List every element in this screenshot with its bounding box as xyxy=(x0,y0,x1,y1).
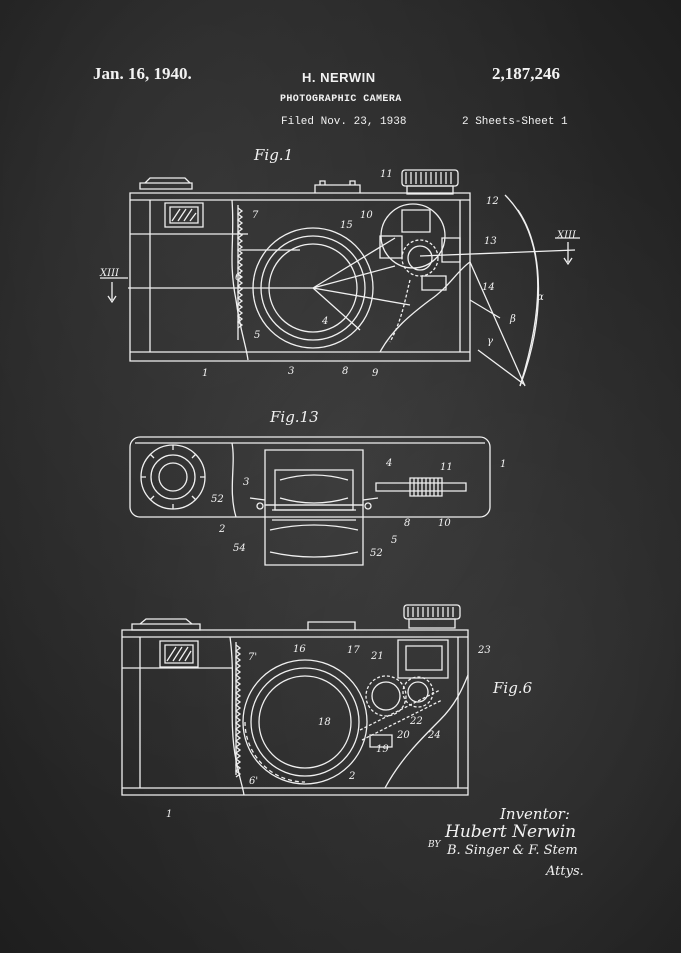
patent-title: PHOTOGRAPHIC CAMERA xyxy=(280,94,402,105)
figure-label-13: Fig.13 xyxy=(270,408,319,426)
figure-13-refs: 4 11 1 3 52 2 54 8 10 5 52 xyxy=(211,458,506,559)
ref-label: 52 xyxy=(370,548,383,559)
ref-label: 4 xyxy=(385,458,392,469)
ref-label: 21 xyxy=(370,651,384,662)
figure-1-refs: 11 12 10 15 13 14 7 6 5 4 1 3 8 9 XIII X… xyxy=(99,169,577,379)
figure-13-camera-top xyxy=(130,437,490,565)
ref-label: 5 xyxy=(254,330,260,341)
ref-label: 10 xyxy=(438,518,451,529)
ref-label: 4 xyxy=(321,316,328,327)
patent-number: 2,187,246 xyxy=(492,64,560,83)
ref-label: 16 xyxy=(293,644,306,655)
inventor-signature: Hubert Nerwin xyxy=(445,822,577,842)
ref-label: 11 xyxy=(440,462,453,473)
ref-label: 14 xyxy=(482,282,495,293)
ref-label: 9 xyxy=(372,368,379,379)
ref-label: XIII xyxy=(556,230,577,241)
ref-label: 23 xyxy=(477,645,491,656)
inventor-header: H. NERWIN xyxy=(302,70,376,85)
ref-label: 8 xyxy=(404,518,410,529)
ref-label: 6 xyxy=(235,272,242,283)
patent-date: Jan. 16, 1940. xyxy=(93,64,192,83)
ref-label: 12 xyxy=(486,196,499,207)
ref-label: 13 xyxy=(484,236,497,247)
ref-label: 1 xyxy=(166,809,172,820)
ref-label: XIII xyxy=(99,268,120,279)
sheet-count: 2 Sheets-Sheet 1 xyxy=(462,116,568,128)
figure-6-refs: 16 17 21 23 7' 18 22 24 20 19 6' 2 1 xyxy=(166,644,491,820)
ref-label: 10 xyxy=(360,210,373,221)
ref-label: 19 xyxy=(376,744,389,755)
figure-label-6: Fig.6 xyxy=(493,679,533,697)
ref-label: 24 xyxy=(427,730,441,741)
ref-label: 7 xyxy=(252,210,259,221)
ref-label: 18 xyxy=(318,717,331,728)
ref-label: 52 xyxy=(211,494,224,505)
ref-label: 3 xyxy=(243,477,249,488)
ref-label: 2 xyxy=(348,771,355,782)
ref-label: 8 xyxy=(342,366,348,377)
ref-label: 1 xyxy=(500,459,506,470)
ref-label: 6' xyxy=(249,776,258,787)
ref-label: 3 xyxy=(288,366,294,377)
figure-1-camera-front xyxy=(100,170,580,386)
figure-label-1: Fig.1 xyxy=(254,146,294,164)
ref-label: 54 xyxy=(233,543,246,554)
ref-label: α xyxy=(537,292,544,303)
ref-label: 22 xyxy=(409,716,423,727)
ref-label: β xyxy=(509,314,516,325)
ref-label: 15 xyxy=(340,220,353,231)
ref-label: 20 xyxy=(396,730,410,741)
ref-label: 11 xyxy=(380,169,393,180)
ref-label: 5 xyxy=(391,535,397,546)
figure-6-camera-front xyxy=(122,605,468,795)
ref-label: γ xyxy=(487,336,493,347)
ref-label: 7' xyxy=(248,652,257,663)
ref-label: 17 xyxy=(347,645,360,656)
filed-date: Filed Nov. 23, 1938 xyxy=(281,116,407,128)
attorneys-signature: B. Singer & F. Stem xyxy=(447,843,578,858)
ref-label: 1 xyxy=(202,368,208,379)
attys-label: Attys. xyxy=(546,864,584,879)
inventor-label: Inventor: xyxy=(500,805,570,823)
by-label: BY xyxy=(428,840,441,850)
ref-label: 2 xyxy=(218,524,225,535)
